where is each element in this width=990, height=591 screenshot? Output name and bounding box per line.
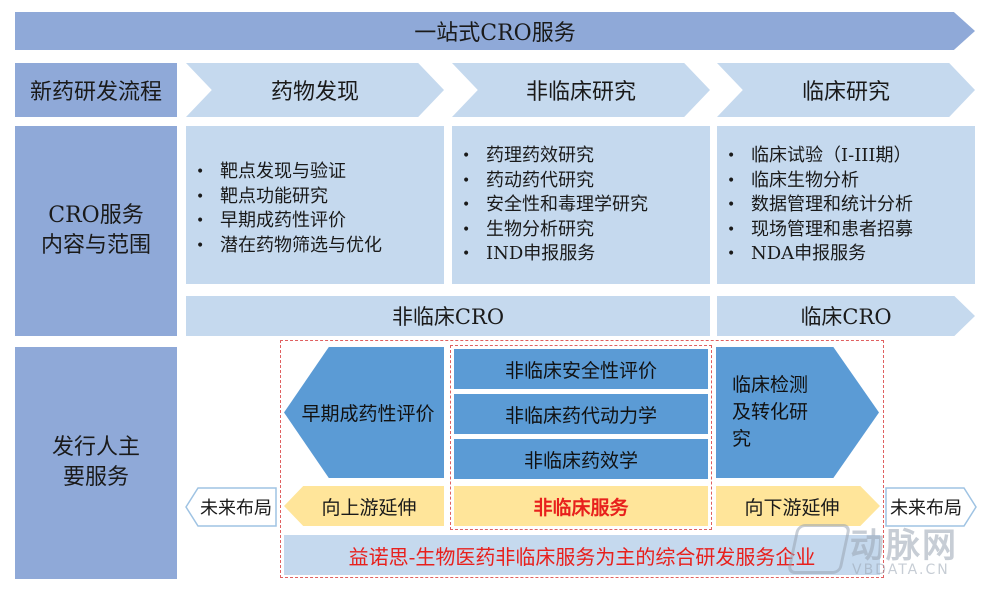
scope-clinical: 临床试验（I-III期） 临床生物分析 数据管理和统计分析 现场管理和患者招募 …	[717, 126, 975, 284]
label-scope: CRO服务内容与范围	[15, 126, 177, 336]
list-item: 安全性和毒理学研究	[452, 193, 710, 218]
list-item: 临床试验（I-III期）	[717, 144, 975, 169]
label-process: 新药研发流程	[15, 63, 177, 117]
scope-discovery: 靶点发现与验证 靶点功能研究 早期成药性评价 潜在药物筛选与优化	[186, 126, 444, 284]
list-item: 临床生物分析	[717, 169, 975, 194]
list-item: IND申报服务	[452, 242, 710, 267]
block-safety-evaluation: 非临床安全性评价	[454, 349, 708, 389]
top-banner: 一站式CRO服务	[15, 12, 975, 50]
label-issuer: 发行人主要服务	[15, 347, 177, 579]
list-item: 早期成药性评价	[186, 209, 444, 234]
block-pharmacokinetics: 非临床药代动力学	[454, 394, 708, 434]
stage-clinical: 临床研究	[717, 63, 975, 117]
arrow-upstream: 向上游延伸	[284, 486, 444, 526]
list-item: 潜在药物筛选与优化	[186, 234, 444, 259]
list-item: 药动药代研究	[452, 169, 710, 194]
list-item: 药理药效研究	[452, 144, 710, 169]
list-item: 数据管理和统计分析	[717, 193, 975, 218]
stage-discovery: 药物发现	[186, 63, 444, 117]
future-left-arrow	[185, 487, 277, 527]
scope-nonclinical: 药理药效研究 药动药代研究 安全性和毒理学研究 生物分析研究 IND申报服务	[452, 126, 710, 284]
future-right-label: 未来布局	[890, 498, 962, 519]
list-item: NDA申报服务	[717, 242, 975, 267]
stage-nonclinical: 非临床研究	[452, 63, 710, 117]
list-item: 生物分析研究	[452, 218, 710, 243]
nonclinical-group	[450, 345, 712, 530]
bar-clinical-cro: 临床CRO	[717, 296, 975, 336]
list-item: 现场管理和患者招募	[717, 218, 975, 243]
summary-bar: 益诺思-生物医药非临床服务为主的综合研发服务企业	[284, 535, 880, 575]
list-item: 靶点功能研究	[186, 185, 444, 210]
list-item: 靶点发现与验证	[186, 160, 444, 185]
block-pharmacodynamics: 非临床药效学	[454, 439, 708, 479]
future-right-arrow	[885, 487, 977, 527]
banner-title: 一站式CRO服务	[414, 21, 576, 46]
issuer-frame	[280, 340, 884, 578]
bar-nonclinical-cro: 非临床CRO	[186, 296, 710, 336]
nonclinical-services: 非临床服务	[454, 486, 708, 526]
arrow-downstream: 向下游延伸	[716, 486, 880, 526]
future-left-label: 未来布局	[200, 498, 272, 519]
